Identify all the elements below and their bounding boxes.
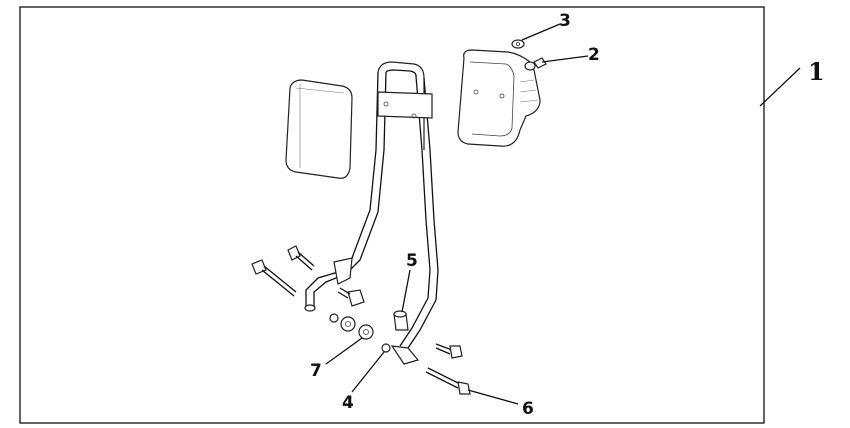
collar-item-5 bbox=[393, 310, 409, 331]
luggage-rack bbox=[457, 49, 541, 147]
callout-6: 6 bbox=[522, 399, 534, 419]
bolt-item-6 bbox=[425, 367, 471, 395]
callout-5: 5 bbox=[406, 251, 418, 271]
nut-left bbox=[340, 316, 356, 332]
backrest-pad bbox=[285, 79, 353, 179]
washer-left bbox=[329, 313, 339, 323]
bolt-short-left bbox=[287, 245, 315, 271]
washer-item-4 bbox=[381, 343, 391, 353]
washer-item-2 bbox=[524, 57, 547, 71]
callout-2: 2 bbox=[588, 45, 600, 65]
diagram-frame bbox=[19, 6, 765, 424]
sissy-bar-frame bbox=[304, 61, 439, 365]
callout-4: 4 bbox=[342, 393, 354, 413]
bolt-long-left bbox=[251, 259, 297, 297]
nut-item-3 bbox=[511, 39, 525, 49]
callout-1: 1 bbox=[808, 57, 825, 86]
spacer-item-7 bbox=[358, 324, 374, 340]
callout-7: 7 bbox=[310, 361, 322, 381]
callout-3: 3 bbox=[559, 11, 571, 31]
bolt-right-upper bbox=[435, 343, 463, 359]
bolt-mid-left bbox=[337, 287, 365, 307]
